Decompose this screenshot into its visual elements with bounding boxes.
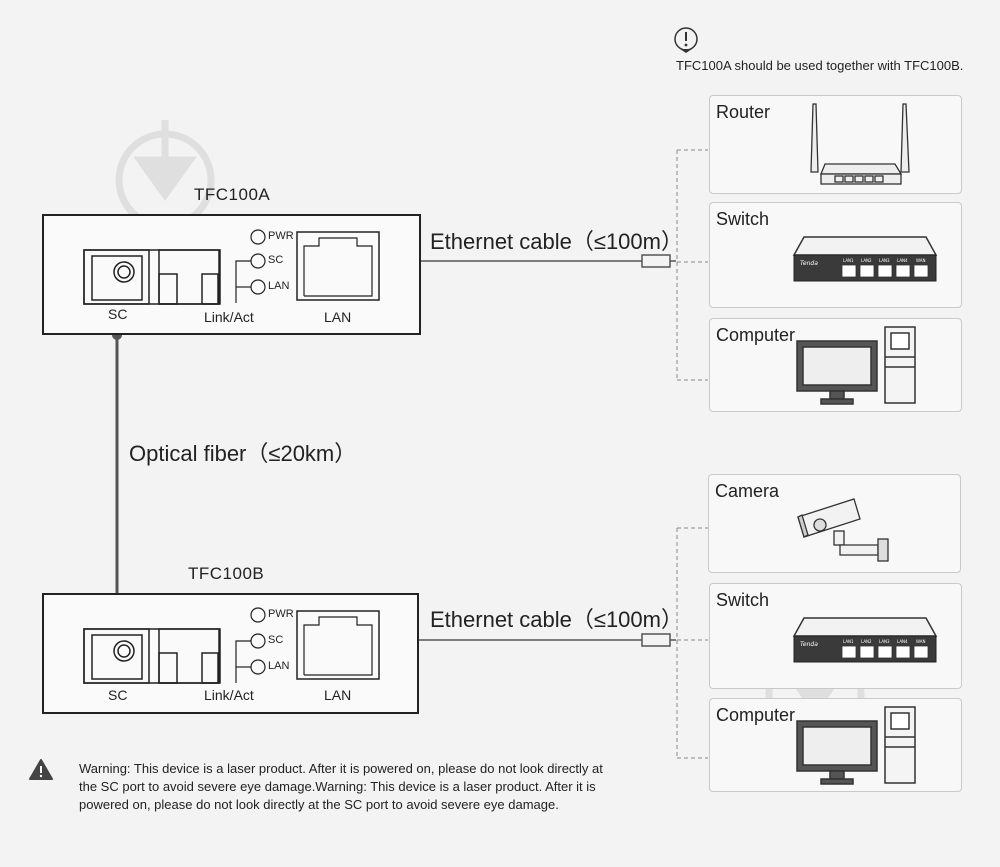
svg-text:LAN1: LAN1 (843, 258, 854, 263)
computer-icon (796, 706, 916, 785)
led-label-lan: LAN (268, 280, 290, 292)
switch-panel: Switch Tenda LAN1 LAN2 LAN3 LAN4 WAN (709, 583, 962, 689)
device-b-ports (83, 607, 380, 684)
device-a-panel: PWR SC LAN SC Link/Act LAN (42, 214, 421, 335)
dashed-bracket-a (676, 149, 708, 381)
device-a-title: TFC100A (194, 185, 271, 204)
svg-text:WAN: WAN (916, 258, 925, 263)
switch-label: Switch (716, 590, 770, 610)
led-label-lan: LAN (268, 660, 290, 672)
svg-text:LAN4: LAN4 (897, 258, 908, 263)
router-panel: Router (709, 95, 962, 194)
router-icon (810, 103, 910, 185)
svg-text:WAN: WAN (916, 639, 925, 644)
info-icon (674, 27, 698, 53)
dashed-bracket-b (676, 527, 708, 759)
lan-port-icon (296, 610, 380, 680)
ethernet-cable-b-label: Ethernet cable（≤100m） (430, 607, 683, 632)
computer-panel: Computer (709, 318, 962, 412)
device-b-panel: PWR SC LAN SC Link/Act LAN (42, 593, 419, 714)
watermark-download-icon (115, 120, 215, 230)
led-label-sc: SC (268, 634, 284, 646)
sc-label: SC (108, 687, 128, 703)
camera-label: Camera (715, 481, 780, 501)
lan-label: LAN (324, 687, 352, 703)
switch-panel: Switch Tenda LAN1 LAN2 LAN3 LAN4 WAN (709, 202, 962, 308)
svg-text:LAN2: LAN2 (861, 639, 872, 644)
svg-text:LAN3: LAN3 (879, 258, 890, 263)
warning-icon (29, 759, 53, 780)
switch-brand-text: Tenda (800, 260, 818, 267)
router-label: Router (716, 102, 771, 122)
ethernet-cable-a-label: Ethernet cable（≤100m） (430, 229, 683, 254)
linkact-label: Link/Act (204, 309, 254, 325)
svg-text:LAN4: LAN4 (897, 639, 908, 644)
svg-text:LAN2: LAN2 (861, 258, 872, 263)
linkact-label: Link/Act (204, 687, 254, 703)
camera-panel: Camera (708, 474, 961, 573)
computer-panel: Computer (709, 698, 962, 792)
svg-text:LAN1: LAN1 (843, 639, 854, 644)
lan-port-icon (296, 231, 380, 301)
switch-label: Switch (716, 209, 770, 229)
sc-port-icon (83, 249, 221, 305)
laser-warning-text: Warning: This device is a laser product.… (79, 761, 603, 812)
compatibility-note: TFC100A should be used together with TFC… (676, 58, 964, 73)
led-label-sc: SC (268, 254, 284, 266)
lan-label: LAN (324, 309, 352, 325)
led-indicators (235, 229, 266, 303)
device-b-title: TFC100B (188, 564, 265, 583)
led-label-pwr: PWR (268, 608, 294, 620)
switch-brand-text: Tenda (800, 641, 818, 648)
camera-icon (797, 498, 889, 562)
svg-text:LAN3: LAN3 (879, 639, 890, 644)
ethernet-cable-b (389, 633, 676, 647)
switch-icon: Tenda LAN1 LAN2 LAN3 LAN4 WAN (792, 617, 938, 663)
ethernet-cable-a (389, 254, 676, 268)
computer-label: Computer (716, 325, 796, 345)
device-a-ports (83, 229, 380, 305)
sc-label: SC (108, 306, 128, 322)
led-indicators (235, 607, 266, 683)
switch-icon: Tenda LAN1 LAN2 LAN3 LAN4 WAN (792, 236, 938, 282)
optical-fiber-label: Optical fiber（≤20km） (129, 441, 357, 466)
sc-port-icon (83, 628, 221, 684)
computer-label: Computer (716, 705, 796, 725)
computer-icon (796, 326, 916, 405)
led-label-pwr: PWR (268, 230, 294, 242)
